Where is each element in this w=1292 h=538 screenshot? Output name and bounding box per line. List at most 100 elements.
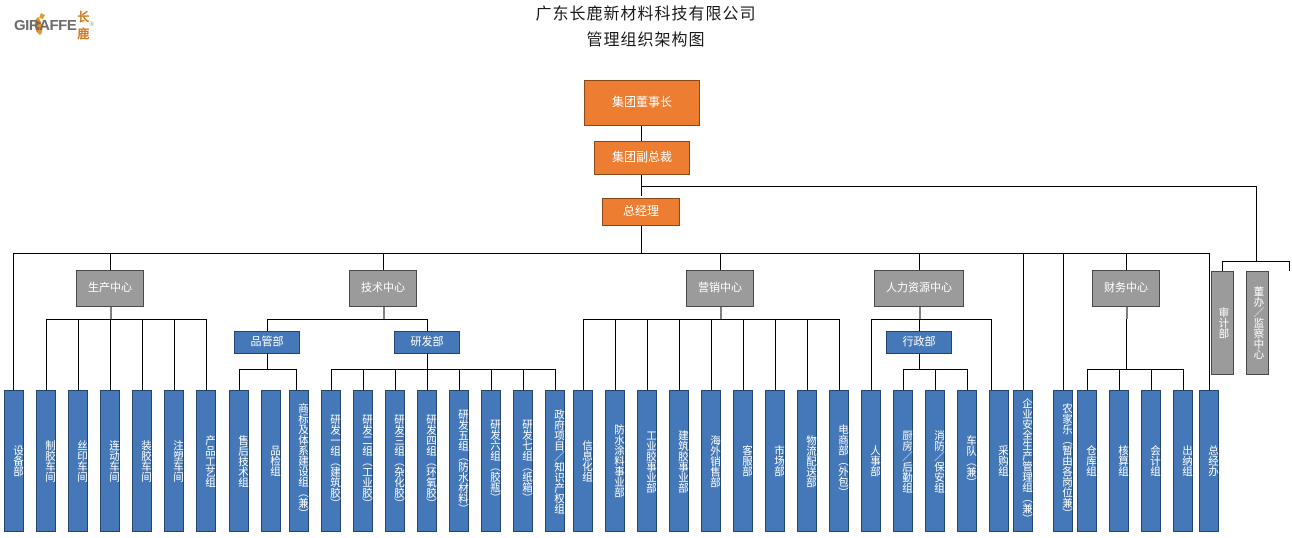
- connector-bus-production: [110, 253, 111, 270]
- exec-box-general-manager[interactable]: 总经理: [602, 198, 680, 226]
- center-box-production[interactable]: 生产中心: [76, 270, 144, 307]
- connector-bus-equipment-dept: [13, 253, 14, 390]
- unit-box-rd-group-6[interactable]: 研发六组（胶瓶）: [481, 390, 501, 532]
- unit-box-ecommerce-dept[interactable]: 电商部（外包）: [829, 390, 849, 532]
- center-label-production: 生产中心: [88, 282, 132, 295]
- unit-label-rd-group-2: 研发二组（工业胶）: [361, 413, 372, 509]
- dept-box-administration[interactable]: 行政部: [886, 331, 952, 354]
- unit-box-industrial-adhesive-division[interactable]: 工业胶事业部: [637, 390, 657, 532]
- unit-box-informatization-group[interactable]: 信息化组: [573, 390, 593, 532]
- unit-label-rd-group-5: 研发五组（防水材料）: [457, 408, 468, 514]
- unit-box-fire-security-group[interactable]: 消防／保安组: [925, 390, 945, 532]
- unit-box-government-project-ip-group[interactable]: 政府项目／知识产权组: [545, 390, 565, 532]
- unit-box-trademark-system-construction-group[interactable]: 商标及体系建设组（兼）: [289, 390, 309, 532]
- dept-box-rd[interactable]: 研发部: [394, 331, 460, 354]
- unit-box-rd-group-1[interactable]: 研发一组（建筑胶）: [321, 390, 341, 532]
- unit-box-fleet-group[interactable]: 车队（兼）: [957, 390, 977, 532]
- unit-box-enterprise-safety-production-group[interactable]: 企业安全生产管理组（兼）: [1013, 390, 1033, 532]
- unit-box-rd-group-7[interactable]: 研发七组（纸箱）: [513, 390, 533, 532]
- unit-label-linkage-workshop: 连动车间: [108, 440, 119, 482]
- center-box-technology[interactable]: 技术中心: [349, 270, 417, 307]
- unit-label-logistics-distribution-dept: 物流配送部: [805, 434, 816, 488]
- title-line-2: 管理组织架构图: [586, 32, 706, 49]
- unit-label-personnel-dept: 人事部: [869, 445, 880, 477]
- unit-box-product-process-group[interactable]: 产品工艺组: [196, 390, 216, 532]
- connector-rd-u5: [459, 369, 460, 390]
- unit-label-rd-group-3: 研发三组（杂化胶）: [393, 413, 404, 509]
- unit-label-construction-adhesive-division: 建筑胶事业部: [677, 429, 688, 493]
- unit-box-rd-group-2[interactable]: 研发二组（工业胶）: [353, 390, 373, 532]
- connector-rd-u8: [555, 369, 556, 390]
- connector-production-u3: [110, 319, 111, 390]
- center-box-finance[interactable]: 财务中心: [1092, 270, 1160, 307]
- unit-box-customer-service-dept[interactable]: 客服部: [733, 390, 753, 532]
- unit-box-farmhouse-leisure[interactable]: 农家乐（暂由各岗位兼）: [1053, 390, 1073, 532]
- unit-box-kitchen-logistics-group[interactable]: 厨房／后勤组: [893, 390, 913, 532]
- connector-tech-qc-drop: [267, 319, 268, 331]
- connector-finance-bus: [1087, 369, 1183, 370]
- connector-mk-u3: [679, 319, 680, 390]
- unit-box-rd-group-4[interactable]: 研发四组（环氧胶）: [417, 390, 437, 532]
- exec-box-vice-president[interactable]: 集团副总裁: [594, 141, 690, 175]
- unit-label-farmhouse-leisure: 农家乐（暂由各岗位兼）: [1061, 403, 1072, 519]
- logo-chinese-text: 长鹿: [77, 10, 90, 41]
- unit-box-silk-screen-workshop[interactable]: 丝印车间: [68, 390, 88, 532]
- unit-box-waterproof-coating-division[interactable]: 防水涂料事业部: [605, 390, 625, 532]
- connector-rd-u6: [491, 369, 492, 390]
- connector-marketing-bus: [615, 319, 839, 320]
- unit-box-construction-adhesive-division[interactable]: 建筑胶事业部: [669, 390, 689, 532]
- side-box-board-office[interactable]: 董办／监察中心: [1246, 271, 1269, 375]
- connector-bus-marketing: [720, 253, 721, 270]
- unit-box-linkage-workshop[interactable]: 连动车间: [100, 390, 120, 532]
- unit-box-market-dept[interactable]: 市场部: [765, 390, 785, 532]
- center-box-hr[interactable]: 人力资源中心: [874, 270, 964, 307]
- connector-bus-gm-office: [1209, 253, 1210, 390]
- unit-label-kitchen-logistics-group: 厨房／后勤组: [901, 429, 912, 493]
- connector-mk-u0: [583, 319, 584, 390]
- unit-box-rd-group-3[interactable]: 研发三组（杂化胶）: [385, 390, 405, 532]
- dept-box-quality-control[interactable]: 品管部: [234, 331, 300, 354]
- unit-box-after-sales-technical-group[interactable]: 售后技术组: [229, 390, 249, 532]
- unit-label-bookkeeping-group: 会计组: [1149, 445, 1160, 477]
- page-title: 广东长鹿新材料科技有限公司 管理组织架构图: [0, 2, 1292, 54]
- unit-label-rd-group-6: 研发六组（胶瓶）: [489, 419, 500, 503]
- unit-box-gm-office[interactable]: 总经办: [1199, 390, 1219, 532]
- giraffe-logo-icon: [34, 13, 45, 35]
- unit-box-logistics-distribution-dept[interactable]: 物流配送部: [797, 390, 817, 532]
- unit-box-purchasing-group[interactable]: 采购组: [989, 390, 1009, 532]
- connector-admin-u2: [935, 369, 936, 390]
- connector-production-u2: [78, 319, 79, 390]
- unit-label-glue-making-workshop: 制胶车间: [44, 440, 55, 482]
- unit-label-enterprise-safety-production-group: 企业安全生产管理组（兼）: [1021, 398, 1032, 524]
- unit-box-cashier-group[interactable]: 出纳组: [1173, 390, 1193, 532]
- unit-box-injection-molding-workshop[interactable]: 注塑车间: [164, 390, 184, 532]
- connector-rd-u1: [331, 369, 332, 390]
- unit-box-personnel-dept[interactable]: 人事部: [861, 390, 881, 532]
- connector-qc-drop: [267, 354, 268, 369]
- unit-box-glue-filling-workshop[interactable]: 装胶车间: [132, 390, 152, 532]
- dept-label-rd: 研发部: [410, 336, 444, 349]
- unit-box-equipment-dept[interactable]: 设备部: [4, 390, 24, 532]
- logo-registered-mark: ®: [89, 22, 94, 28]
- unit-label-accounting-group: 核算组: [1117, 445, 1128, 477]
- unit-label-rd-group-1: 研发一组（建筑胶）: [329, 413, 340, 509]
- center-box-marketing[interactable]: 营销中心: [686, 270, 754, 307]
- connector-production-u1: [46, 319, 47, 390]
- center-label-hr: 人力资源中心: [886, 282, 952, 295]
- unit-box-bookkeeping-group[interactable]: 会计组: [1141, 390, 1161, 532]
- connector-tech-rd-drop: [427, 319, 428, 331]
- unit-box-glue-making-workshop[interactable]: 制胶车间: [36, 390, 56, 532]
- connector-rd-u2: [363, 369, 364, 390]
- unit-box-rd-group-5[interactable]: 研发五组（防水材料）: [449, 390, 469, 532]
- connector-finance-drop: [1126, 307, 1127, 369]
- unit-box-warehouse-group[interactable]: 仓库组: [1077, 390, 1097, 532]
- unit-box-quality-inspection-group[interactable]: 品检组: [261, 390, 281, 532]
- connector-mk-u2: [647, 319, 648, 390]
- unit-box-accounting-group[interactable]: 核算组: [1109, 390, 1129, 532]
- exec-label-chairman: 集团董事长: [611, 95, 672, 110]
- side-box-audit-dept[interactable]: 审计部: [1211, 271, 1234, 375]
- unit-box-overseas-sales-dept[interactable]: 海外销售部: [701, 390, 721, 532]
- exec-box-chairman[interactable]: 集团董事长: [584, 80, 700, 126]
- connector-qc-u1: [239, 369, 240, 390]
- unit-label-glue-filling-workshop: 装胶车间: [140, 440, 151, 482]
